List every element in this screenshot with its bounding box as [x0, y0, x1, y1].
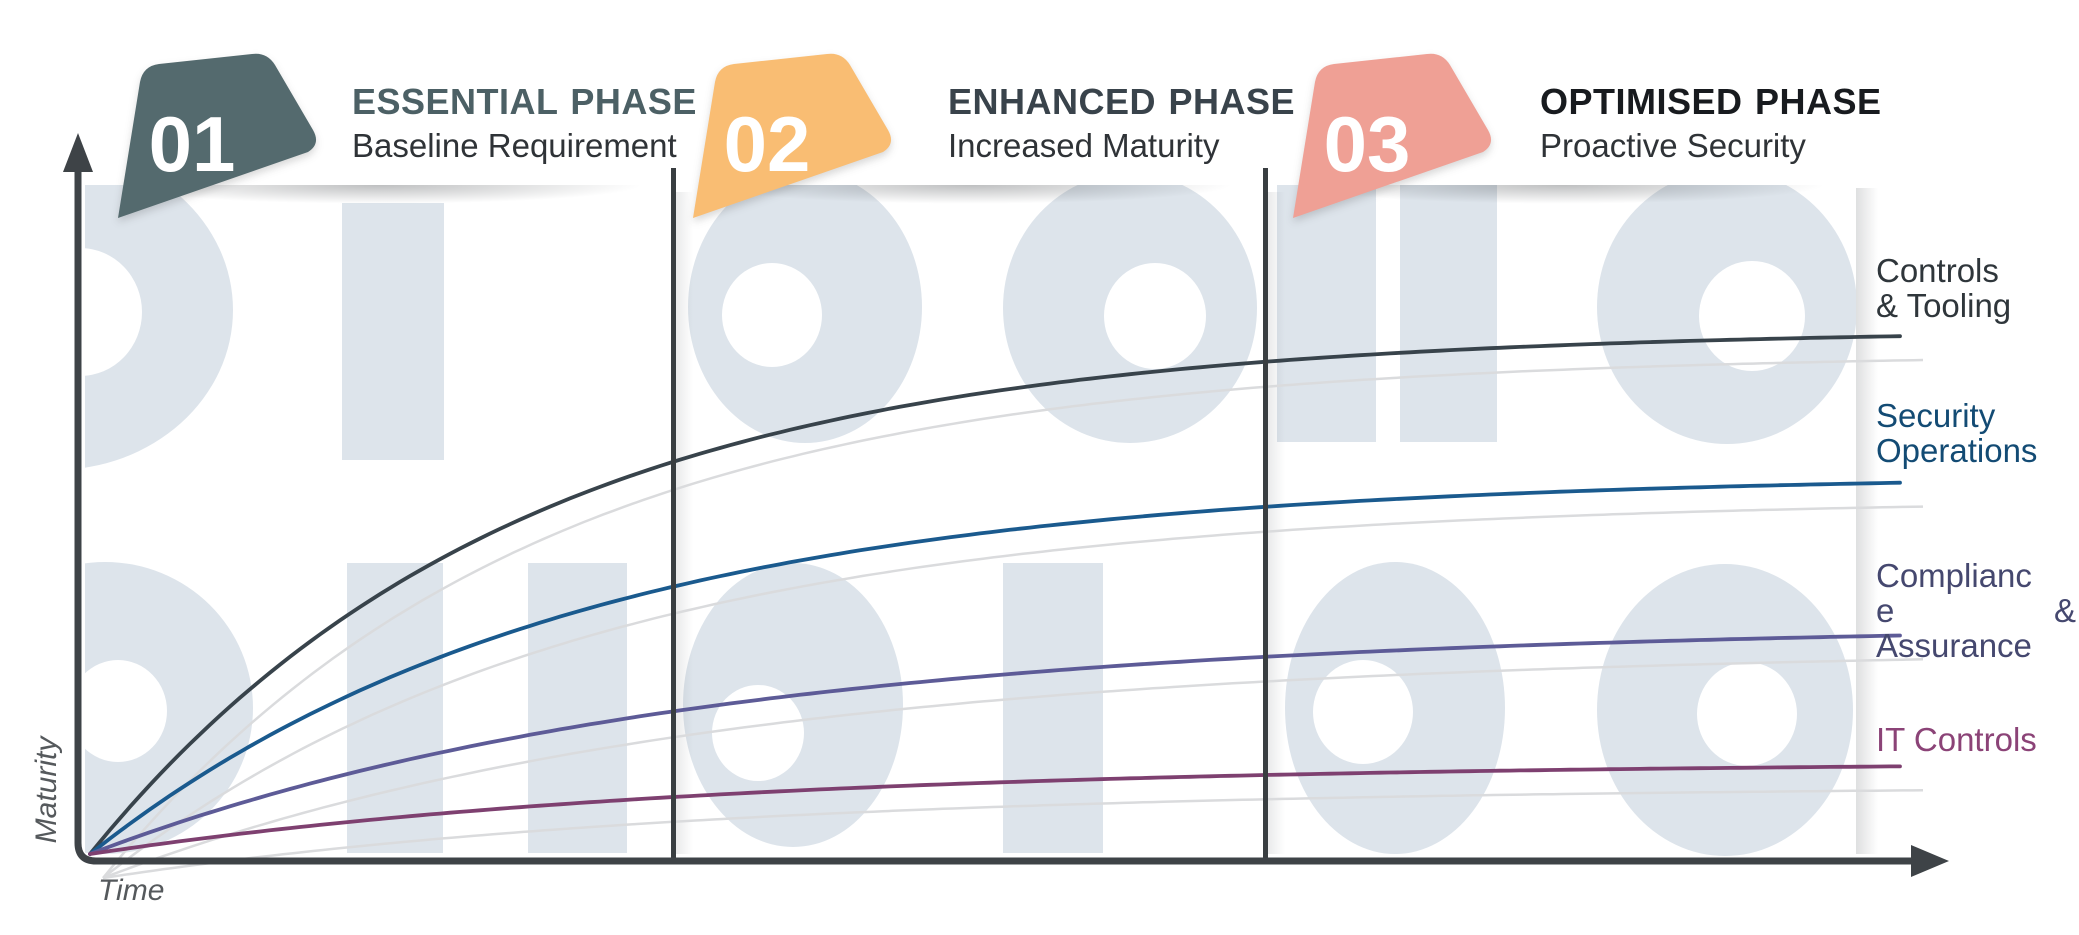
series-label-line: Assurance: [1876, 628, 2076, 663]
watermark-one-digit: [347, 563, 443, 853]
series-label-text: IT Controls: [1876, 721, 2037, 758]
series-label-it-controls: IT Controls: [1876, 722, 2076, 757]
divider-shadow-1: [676, 192, 693, 854]
phase-badge-1: 01: [118, 53, 317, 218]
series-label-line: Controls: [1876, 253, 2076, 288]
series-label-text: Controls: [1876, 252, 1999, 289]
y-axis-arrowhead: [63, 133, 93, 172]
series-label-line: IT Controls: [1876, 722, 2076, 757]
phase-subtitle-3: Proactive Security: [1540, 127, 1806, 164]
watermark-zero-hole: [85, 248, 142, 376]
series-label-text: & Tooling: [1876, 287, 2012, 324]
watermark-zero-hole: [722, 263, 822, 367]
watermark-one-digit: [1400, 185, 1497, 442]
series-label-text: Assurance: [1876, 627, 2032, 664]
series-label-line: Security: [1876, 398, 2076, 433]
phase-title-2: ENHANCED PHASE: [948, 81, 1296, 122]
curve-shadow-compliance-assurance: [102, 658, 1924, 880]
watermark-one-digit: [342, 203, 444, 460]
series-label-text: Operations: [1876, 432, 2038, 469]
phase-badge-3: 03: [1293, 53, 1492, 218]
watermark-zero-hole: [712, 685, 804, 781]
divider-shadow-2: [1268, 192, 1285, 854]
series-label-controls-tooling: Controls& Tooling: [1876, 253, 2076, 323]
watermark-zero-hole: [85, 660, 167, 762]
x-axis-label: Time: [98, 874, 165, 907]
panel-right-shadow: [1856, 188, 1878, 854]
watermark-zero-digit: [85, 185, 233, 468]
badge-number-1: 01: [149, 100, 236, 188]
badge-number-3: 03: [1324, 100, 1411, 188]
badge-number-2: 02: [724, 100, 811, 188]
phase-divider-1: [671, 168, 676, 860]
watermark-zero-hole: [1699, 261, 1805, 371]
axis-lines: [74, 168, 1915, 865]
phase-badge-2: 02: [693, 53, 892, 218]
watermark-one-digit: [1277, 185, 1376, 442]
curve-shadow-it-controls: [102, 789, 1924, 880]
curve-controls-tooling: [88, 334, 1902, 856]
binary-watermark-shapes: [85, 185, 1856, 856]
series-label-text: Security: [1876, 397, 1996, 434]
phase-heading-3: OPTIMISED PHASE Proactive Security: [1540, 81, 2079, 164]
badge-shape-1: [118, 53, 317, 218]
watermark-zero-hole: [1697, 662, 1797, 766]
phase-heading-1: ESSENTIAL PHASE Baseline Requirement: [352, 81, 912, 164]
series-label-text: e: [1876, 592, 1895, 629]
badge-shape-3: [1293, 53, 1492, 218]
curve-shadow-security-operations: [102, 505, 1924, 879]
phase-heading-2: ENHANCED PHASE Increased Maturity: [948, 81, 1508, 164]
phase-subtitle-1: Baseline Requirement: [352, 127, 677, 164]
y-axis-label: Maturity: [30, 736, 63, 844]
x-axis-arrowhead: [1911, 845, 1949, 877]
curve-it-controls: [88, 764, 1902, 856]
series-label-text: Complianc: [1876, 557, 2032, 594]
series-label-line: Complianc: [1876, 558, 2076, 593]
series-label-line: Operations: [1876, 433, 2076, 468]
phase-subtitle-2: Increased Maturity: [948, 127, 1220, 164]
phase-title-1: ESSENTIAL PHASE: [352, 81, 697, 122]
phase-divider-2: [1263, 168, 1268, 860]
curve-compliance-assurance: [88, 633, 1902, 856]
watermark-zero-hole: [1104, 263, 1206, 369]
watermark-zero-hole: [1313, 660, 1413, 764]
badge-shape-2: [693, 53, 892, 218]
curve-security-operations: [88, 480, 1902, 856]
series-label-line: e&: [1876, 593, 2076, 628]
curve-shadow-controls-tooling: [102, 358, 1924, 879]
watermark-zero-digit: [85, 562, 253, 854]
phase-title-3: OPTIMISED PHASE: [1540, 81, 1882, 122]
series-label-line: & Tooling: [1876, 288, 2076, 323]
series-label-text: &: [2053, 592, 2076, 629]
